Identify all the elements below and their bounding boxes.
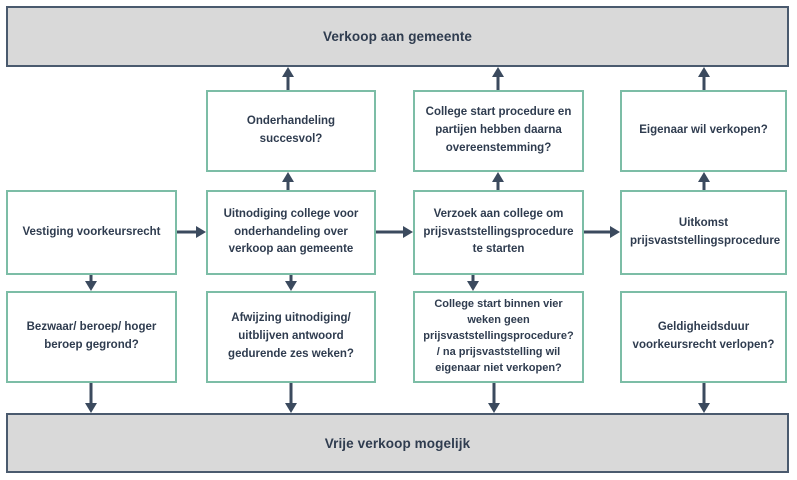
node-onderhandeling-succesvol-label: Onderhandeling succesvol? — [246, 115, 336, 145]
node-geldigheidsduur-verlopen-label: Geldigheidsduur voorkeursrecht verlopen? — [632, 321, 775, 351]
arrow-up-college-procedure-to-top — [491, 67, 505, 91]
node-college-geen-prijsvaststellingsprocedure-label: College start binnen vier weken geen pri… — [423, 298, 574, 374]
node-bezwaar-beroep-gegrond[interactable]: Bezwaar/ beroep/ hoger beroep gegrond? — [6, 291, 177, 383]
node-vestiging-voorkeursrecht-label: Vestiging voorkeursrecht — [22, 225, 161, 238]
arrow-right-uitnodiging-to-verzoek — [376, 225, 413, 239]
arrow-up-uitkomst-to-eigenaar-wil-verkopen — [697, 172, 711, 192]
node-afwijzing-uitnodiging[interactable]: Afwijzing uitnodiging/ uitblijven antwoo… — [206, 291, 376, 383]
node-uitkomst-prijsvaststellingsprocedure[interactable]: Uitkomst prijsvaststellingsprocedure — [620, 190, 787, 275]
node-verzoek-aan-college[interactable]: Verzoek aan college om prijsvaststelling… — [413, 190, 584, 275]
arrow-down-uitnodiging-to-afwijzing — [284, 275, 298, 291]
node-vestiging-voorkeursrecht[interactable]: Vestiging voorkeursrecht — [6, 190, 177, 275]
arrow-down-vestiging-to-bezwaar — [84, 275, 98, 291]
node-uitkomst-prijsvaststellingsprocedure-label: Uitkomst prijsvaststellingsprocedure — [630, 216, 781, 247]
node-bezwaar-beroep-gegrond-label: Bezwaar/ beroep/ hoger beroep gegrond? — [26, 321, 157, 351]
node-onderhandeling-succesvol[interactable]: Onderhandeling succesvol? — [206, 90, 376, 172]
node-geldigheidsduur-verlopen[interactable]: Geldigheidsduur voorkeursrecht verlopen? — [620, 291, 787, 383]
arrow-down-college-geen-procedure-to-bottom — [487, 383, 501, 413]
outcome-bar-top: Verkoop aan gemeente — [6, 6, 789, 67]
arrow-right-verzoek-to-uitkomst — [584, 225, 620, 239]
node-college-geen-prijsvaststellingsprocedure[interactable]: College start binnen vier weken geen pri… — [413, 291, 584, 383]
node-uitnodiging-college-label: Uitnodiging college voor onderhandeling … — [223, 207, 359, 256]
arrow-down-bezwaar-to-bottom — [84, 383, 98, 413]
node-uitnodiging-college[interactable]: Uitnodiging college voor onderhandeling … — [206, 190, 376, 275]
outcome-bar-bottom-label: Vrije verkoop mogelijk — [324, 435, 471, 451]
arrow-down-afwijzing-to-bottom — [284, 383, 298, 413]
arrow-down-verzoek-to-college-geen-procedure — [466, 275, 480, 291]
node-college-start-procedure-overeenstemming[interactable]: College start procedure en partijen hebb… — [413, 90, 584, 172]
outcome-bar-bottom: Vrije verkoop mogelijk — [6, 413, 789, 473]
node-afwijzing-uitnodiging-label: Afwijzing uitnodiging/ uitblijven antwoo… — [228, 312, 354, 360]
arrow-right-vestiging-to-uitnodiging — [177, 225, 206, 239]
arrow-up-verzoek-to-college-procedure — [491, 172, 505, 192]
node-college-start-procedure-overeenstemming-label: College start procedure en partijen hebb… — [425, 106, 572, 154]
arrow-up-uitnodiging-to-onderhandeling — [281, 172, 295, 192]
arrow-up-eigenaar-wil-verkopen-to-top — [697, 67, 711, 91]
outcome-bar-top-label: Verkoop aan gemeente — [322, 29, 473, 44]
node-eigenaar-wil-verkopen-label: Eigenaar wil verkopen? — [639, 124, 768, 137]
node-eigenaar-wil-verkopen[interactable]: Eigenaar wil verkopen? — [620, 90, 787, 172]
arrow-down-geldigheidsduur-to-bottom — [697, 383, 711, 413]
node-verzoek-aan-college-label: Verzoek aan college om prijsvaststelling… — [423, 207, 574, 256]
arrow-up-onderhandeling-to-top — [281, 67, 295, 91]
